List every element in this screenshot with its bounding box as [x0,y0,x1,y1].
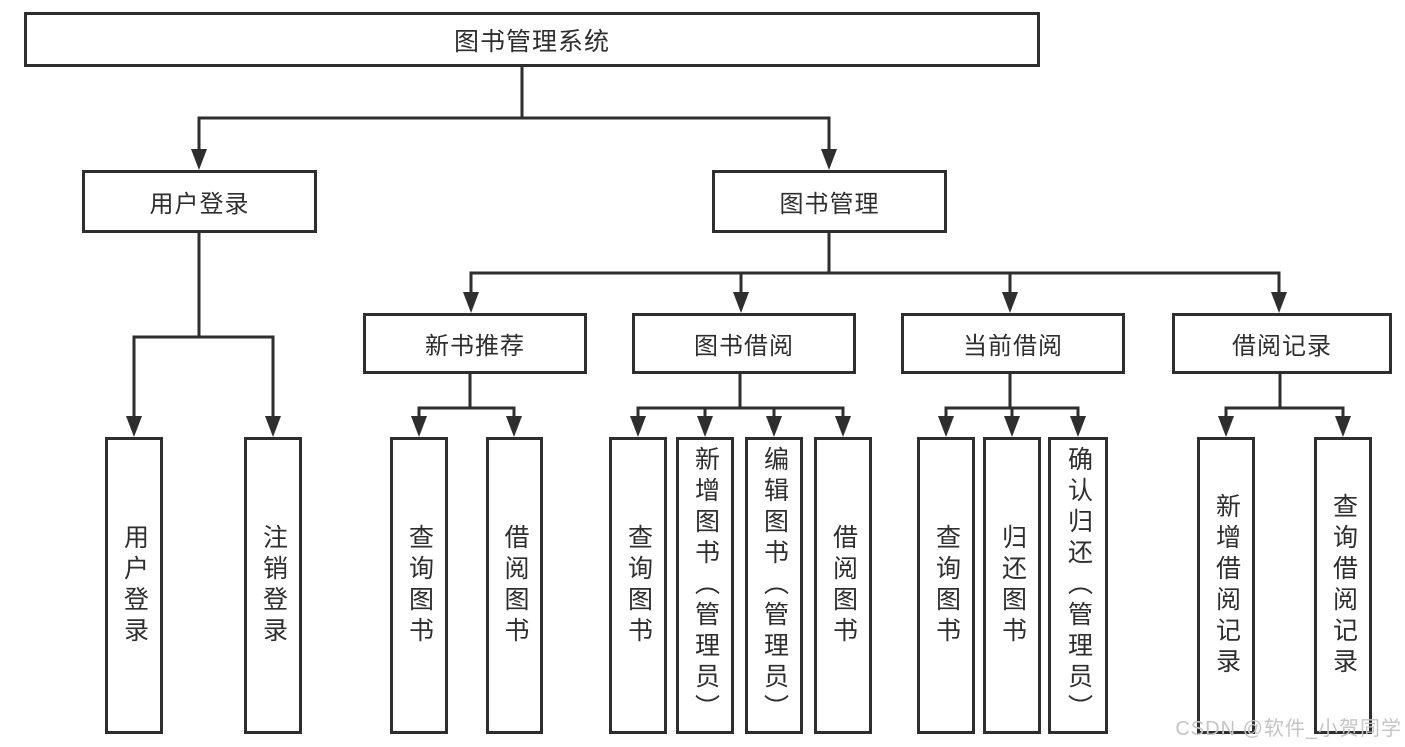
leaf-br-add-borrow-record: 新增借阅记录 [1197,437,1255,734]
node-library-system: 图书管理系统 [24,12,1040,67]
leaf-cb-query-books: 查询图书 [917,437,975,734]
leaf-bb-borrow-books: 借阅图书 [814,437,872,734]
leaf-bb-edit-books-admin: 编辑图书（管理员） [745,437,803,734]
leaf-nb-borrow-books: 借阅图书 [486,437,543,734]
csdn-watermark: CSDN @软件_小贺同学 [1175,718,1402,740]
node-borrowing-records: 借阅记录 [1172,313,1392,374]
leaf-cb-query-books-label: 查询图书 [932,523,961,648]
leaf-cb-return-books: 归还图书 [983,437,1041,734]
leaf-nb-query-books-label: 查询图书 [405,523,434,648]
leaf-logout-login-label: 注销登录 [259,523,288,648]
leaf-nb-query-books: 查询图书 [390,437,448,734]
leaf-bb-query-books-label: 查询图书 [624,523,653,648]
leaf-user-login-label: 用户登录 [120,523,149,648]
leaf-br-query-borrow-record: 查询借阅记录 [1314,437,1372,734]
leaf-user-login: 用户登录 [105,437,163,734]
leaf-bb-add-books-admin-label: 新增图书（管理员） [691,446,720,725]
leaf-bb-query-books: 查询图书 [609,437,667,734]
node-book-management: 图书管理 [712,170,947,233]
node-new-book-recommend: 新书推荐 [363,313,587,374]
leaf-bb-edit-books-admin-label: 编辑图书（管理员） [760,446,789,725]
node-current-borrowing: 当前借阅 [901,313,1125,374]
leaf-cb-confirm-return-admin-label: 确认归还（管理员） [1064,446,1093,725]
node-user-login: 用户登录 [82,170,317,233]
leaf-br-add-borrow-record-label: 新增借阅记录 [1212,492,1241,679]
leaf-bb-add-books-admin: 新增图书（管理员） [676,437,734,734]
leaf-cb-return-books-label: 归还图书 [998,523,1027,648]
leaf-logout-login: 注销登录 [244,437,302,734]
leaf-nb-borrow-books-label: 借阅图书 [501,523,529,648]
leaf-cb-confirm-return-admin: 确认归还（管理员） [1048,437,1108,734]
leaf-bb-borrow-books-label: 借阅图书 [829,523,858,648]
node-book-borrowing: 图书借阅 [632,313,856,374]
leaf-br-query-borrow-record-label: 查询借阅记录 [1329,492,1358,679]
